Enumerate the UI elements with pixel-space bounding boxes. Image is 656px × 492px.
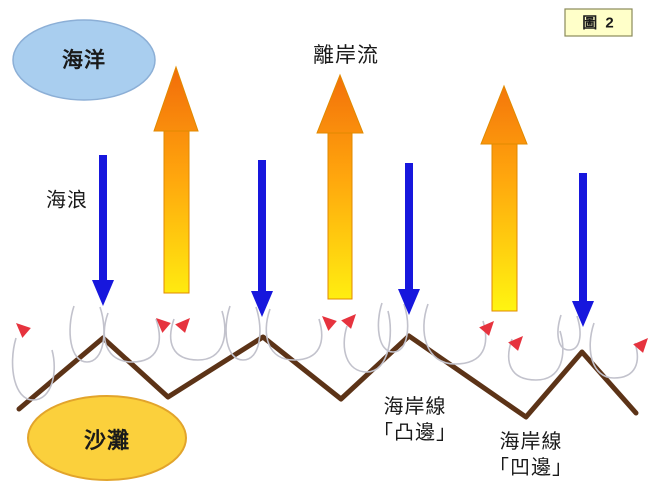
- coastline-concave-label: 海岸線 「凹邊」: [489, 429, 573, 481]
- wave-arrow-head: [92, 280, 114, 306]
- swirl-arc: [343, 310, 392, 373]
- red-arrowhead-up-right: [479, 321, 494, 336]
- coastline-concave-line2: 「凹邊」: [489, 457, 573, 479]
- swirl-arc: [423, 303, 487, 365]
- swirl-arc: [103, 312, 160, 363]
- ocean-label: 海洋: [62, 49, 106, 72]
- rip-arrow-head: [153, 65, 199, 132]
- red-arrowhead-up-left: [322, 316, 337, 331]
- swirl-arc: [508, 330, 564, 381]
- red-arrowhead-up-right: [341, 314, 356, 329]
- coastline-concave-line1: 海岸線: [499, 431, 563, 453]
- wave-arrow-head: [251, 291, 273, 317]
- swirl-arc: [11, 337, 56, 401]
- wave-arrow-head: [572, 301, 594, 327]
- rip-arrow-shaft: [491, 140, 518, 312]
- waves-label: 海浪: [46, 189, 88, 212]
- beach-ellipse: [27, 395, 187, 481]
- red-arrowhead-up-left: [16, 323, 31, 338]
- swirl-arc: [557, 314, 581, 351]
- wave-arrow-head: [398, 289, 420, 315]
- swirl-arcs: [11, 302, 639, 401]
- wave-arrows: [92, 155, 594, 327]
- rip-current-label: 離岸流: [313, 44, 379, 67]
- red-arrowhead-up-right: [175, 318, 190, 333]
- coastline-convex-label: 海岸線 「凸邊」: [373, 394, 457, 446]
- rip-current-arrows: [153, 65, 528, 312]
- red-arrowhead-up-right: [508, 336, 523, 351]
- ocean-ellipse: [12, 19, 156, 101]
- swirl-arc: [589, 322, 639, 379]
- coastline-convex-line1: 海岸線: [383, 396, 447, 418]
- swirl-arc: [377, 302, 409, 353]
- coastline-convex-line2: 「凸邊」: [373, 422, 457, 444]
- swirl-arc: [225, 305, 261, 361]
- figure-tag-label: 圖 2: [582, 14, 616, 32]
- red-arrowhead-up-left: [156, 318, 171, 333]
- rip-arrow-head: [480, 84, 528, 145]
- rip-arrow-head: [316, 73, 364, 134]
- beach-label: 沙灘: [83, 428, 131, 453]
- rip-arrow-shaft: [327, 129, 353, 300]
- swirl-arrowheads: [16, 314, 648, 353]
- figure-tag-box: [564, 8, 633, 37]
- rip-arrow-shaft: [163, 127, 190, 294]
- swirl-arc: [265, 308, 323, 361]
- coastline-zigzag: [16, 333, 639, 420]
- swirl-arc: [170, 310, 226, 361]
